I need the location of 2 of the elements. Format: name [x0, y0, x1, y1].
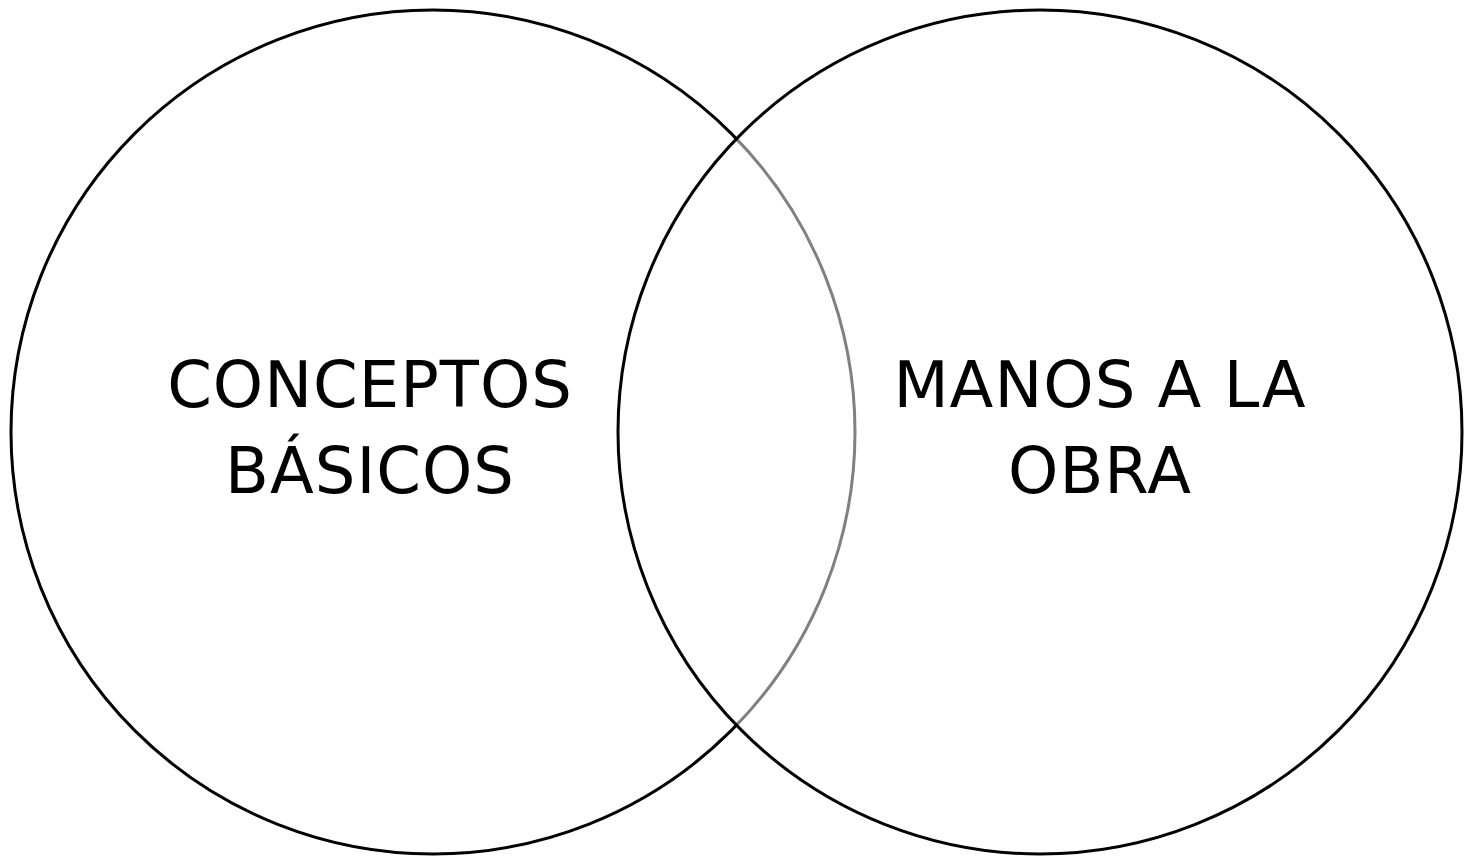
circle-label: MANOS A LA OBRA	[892, 347, 1308, 510]
circle-label: CONCEPTOS BÁSICOS	[166, 347, 574, 510]
